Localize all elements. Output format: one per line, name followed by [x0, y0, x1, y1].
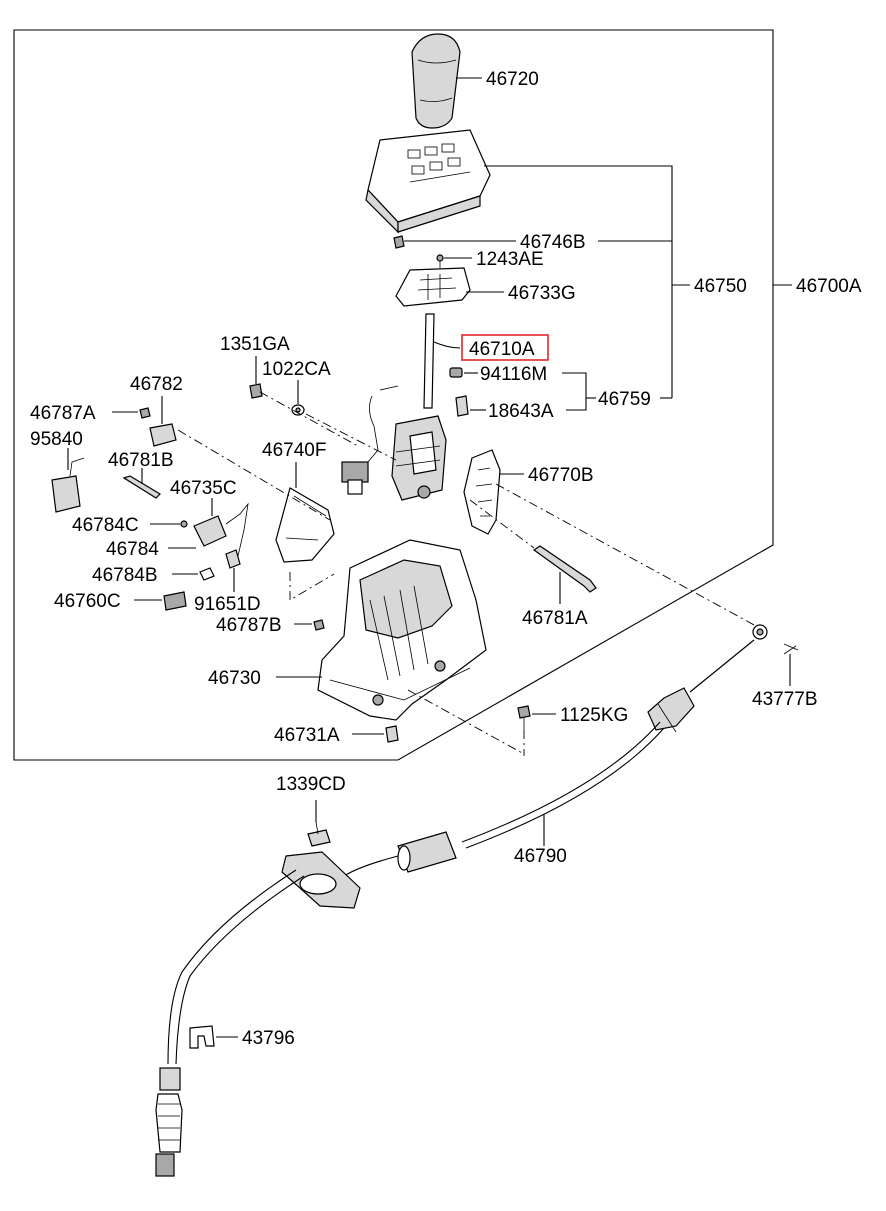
label-46735C[interactable]: 46735C [170, 478, 237, 499]
pad-part[interactable] [199, 567, 215, 581]
label-91651D[interactable]: 91651D [194, 594, 261, 615]
label-46746B[interactable]: 46746B [520, 232, 586, 253]
cover-part[interactable] [275, 487, 335, 563]
spring-part[interactable] [455, 395, 469, 417]
assembly-line [407, 689, 525, 755]
label-1243AE[interactable]: 1243AE [476, 249, 544, 270]
label-46730[interactable]: 46730 [208, 668, 261, 689]
label-46784B[interactable]: 46784B [92, 565, 158, 586]
screw-part[interactable] [436, 254, 444, 268]
label-46782[interactable]: 46782 [130, 374, 183, 395]
assembly-line [305, 413, 397, 461]
label-46787B[interactable]: 46787B [216, 615, 282, 636]
clip-small-part[interactable] [180, 520, 188, 528]
label-43796[interactable]: 43796 [242, 1028, 295, 1049]
switch-part[interactable] [149, 423, 177, 447]
label-46787A[interactable]: 46787A [30, 403, 96, 424]
long-pin-part[interactable] [532, 545, 597, 593]
assembly-line [469, 499, 535, 549]
assembly-line [495, 483, 757, 627]
washer-part[interactable] [291, 404, 305, 416]
base-bracket-part[interactable] [317, 539, 487, 721]
label-46710A[interactable]: 46710A [469, 339, 535, 360]
bolt-part[interactable] [313, 619, 325, 631]
label-1125KG[interactable]: 1125KG [560, 705, 628, 726]
connector-part[interactable] [163, 591, 187, 611]
shift-knob-part[interactable] [411, 33, 461, 129]
label-46784[interactable]: 46784 [106, 539, 159, 560]
label-46760C[interactable]: 46760C [54, 591, 121, 612]
label-1022CA[interactable]: 1022CA [262, 359, 331, 380]
label-1339CD[interactable]: 1339CD [276, 774, 346, 795]
assembly-line [289, 572, 335, 601]
small-screw-part[interactable] [139, 407, 151, 419]
indicator-housing-part[interactable] [365, 129, 491, 234]
pin-part[interactable] [449, 367, 463, 378]
label-1351GA[interactable]: 1351GA [220, 334, 290, 355]
assembly-frame [13, 29, 774, 761]
label-46740F[interactable]: 46740F [262, 440, 326, 461]
actuator-part[interactable] [193, 502, 249, 557]
label-43777B[interactable]: 43777B [752, 689, 818, 710]
harness-clip-part[interactable] [225, 549, 241, 569]
lever-mechanism-part[interactable] [391, 415, 447, 501]
assembly-line [259, 391, 359, 447]
bushing-part[interactable] [385, 725, 399, 743]
rod-part[interactable] [122, 475, 161, 499]
cable-clip-part[interactable] [307, 821, 331, 847]
label-46720[interactable]: 46720 [486, 69, 539, 90]
mount-bolt-part[interactable] [517, 705, 531, 730]
label-46700A[interactable]: 46700A [796, 276, 862, 297]
clip-part[interactable] [393, 235, 405, 249]
label-94116M[interactable]: 94116M [480, 364, 547, 385]
label-95840[interactable]: 95840 [30, 429, 83, 450]
shift-cable-part[interactable] [155, 624, 799, 1177]
label-46733G[interactable]: 46733G [508, 283, 576, 304]
wiring-harness-part[interactable] [341, 385, 399, 495]
retainer-clip-part[interactable] [189, 1025, 215, 1049]
detent-bracket-part[interactable] [463, 449, 501, 535]
label-46750[interactable]: 46750 [694, 276, 747, 297]
label-46759[interactable]: 46759 [598, 389, 651, 410]
label-46781A[interactable]: 46781A [522, 608, 588, 629]
label-46790[interactable]: 46790 [514, 846, 567, 867]
label-46781B[interactable]: 46781B [108, 450, 174, 471]
sensor-part[interactable] [51, 457, 85, 513]
indicator-plate-part[interactable] [395, 267, 471, 307]
assembly-line [177, 429, 331, 521]
highlight-box [461, 334, 549, 361]
label-46784C[interactable]: 46784C [72, 515, 139, 536]
label-18643A[interactable]: 18643A [488, 401, 554, 422]
nut-part[interactable] [249, 383, 263, 399]
label-46770B[interactable]: 46770B [528, 465, 594, 486]
label-46731A[interactable]: 46731A [274, 725, 340, 746]
shift-lever-part[interactable] [423, 313, 435, 409]
